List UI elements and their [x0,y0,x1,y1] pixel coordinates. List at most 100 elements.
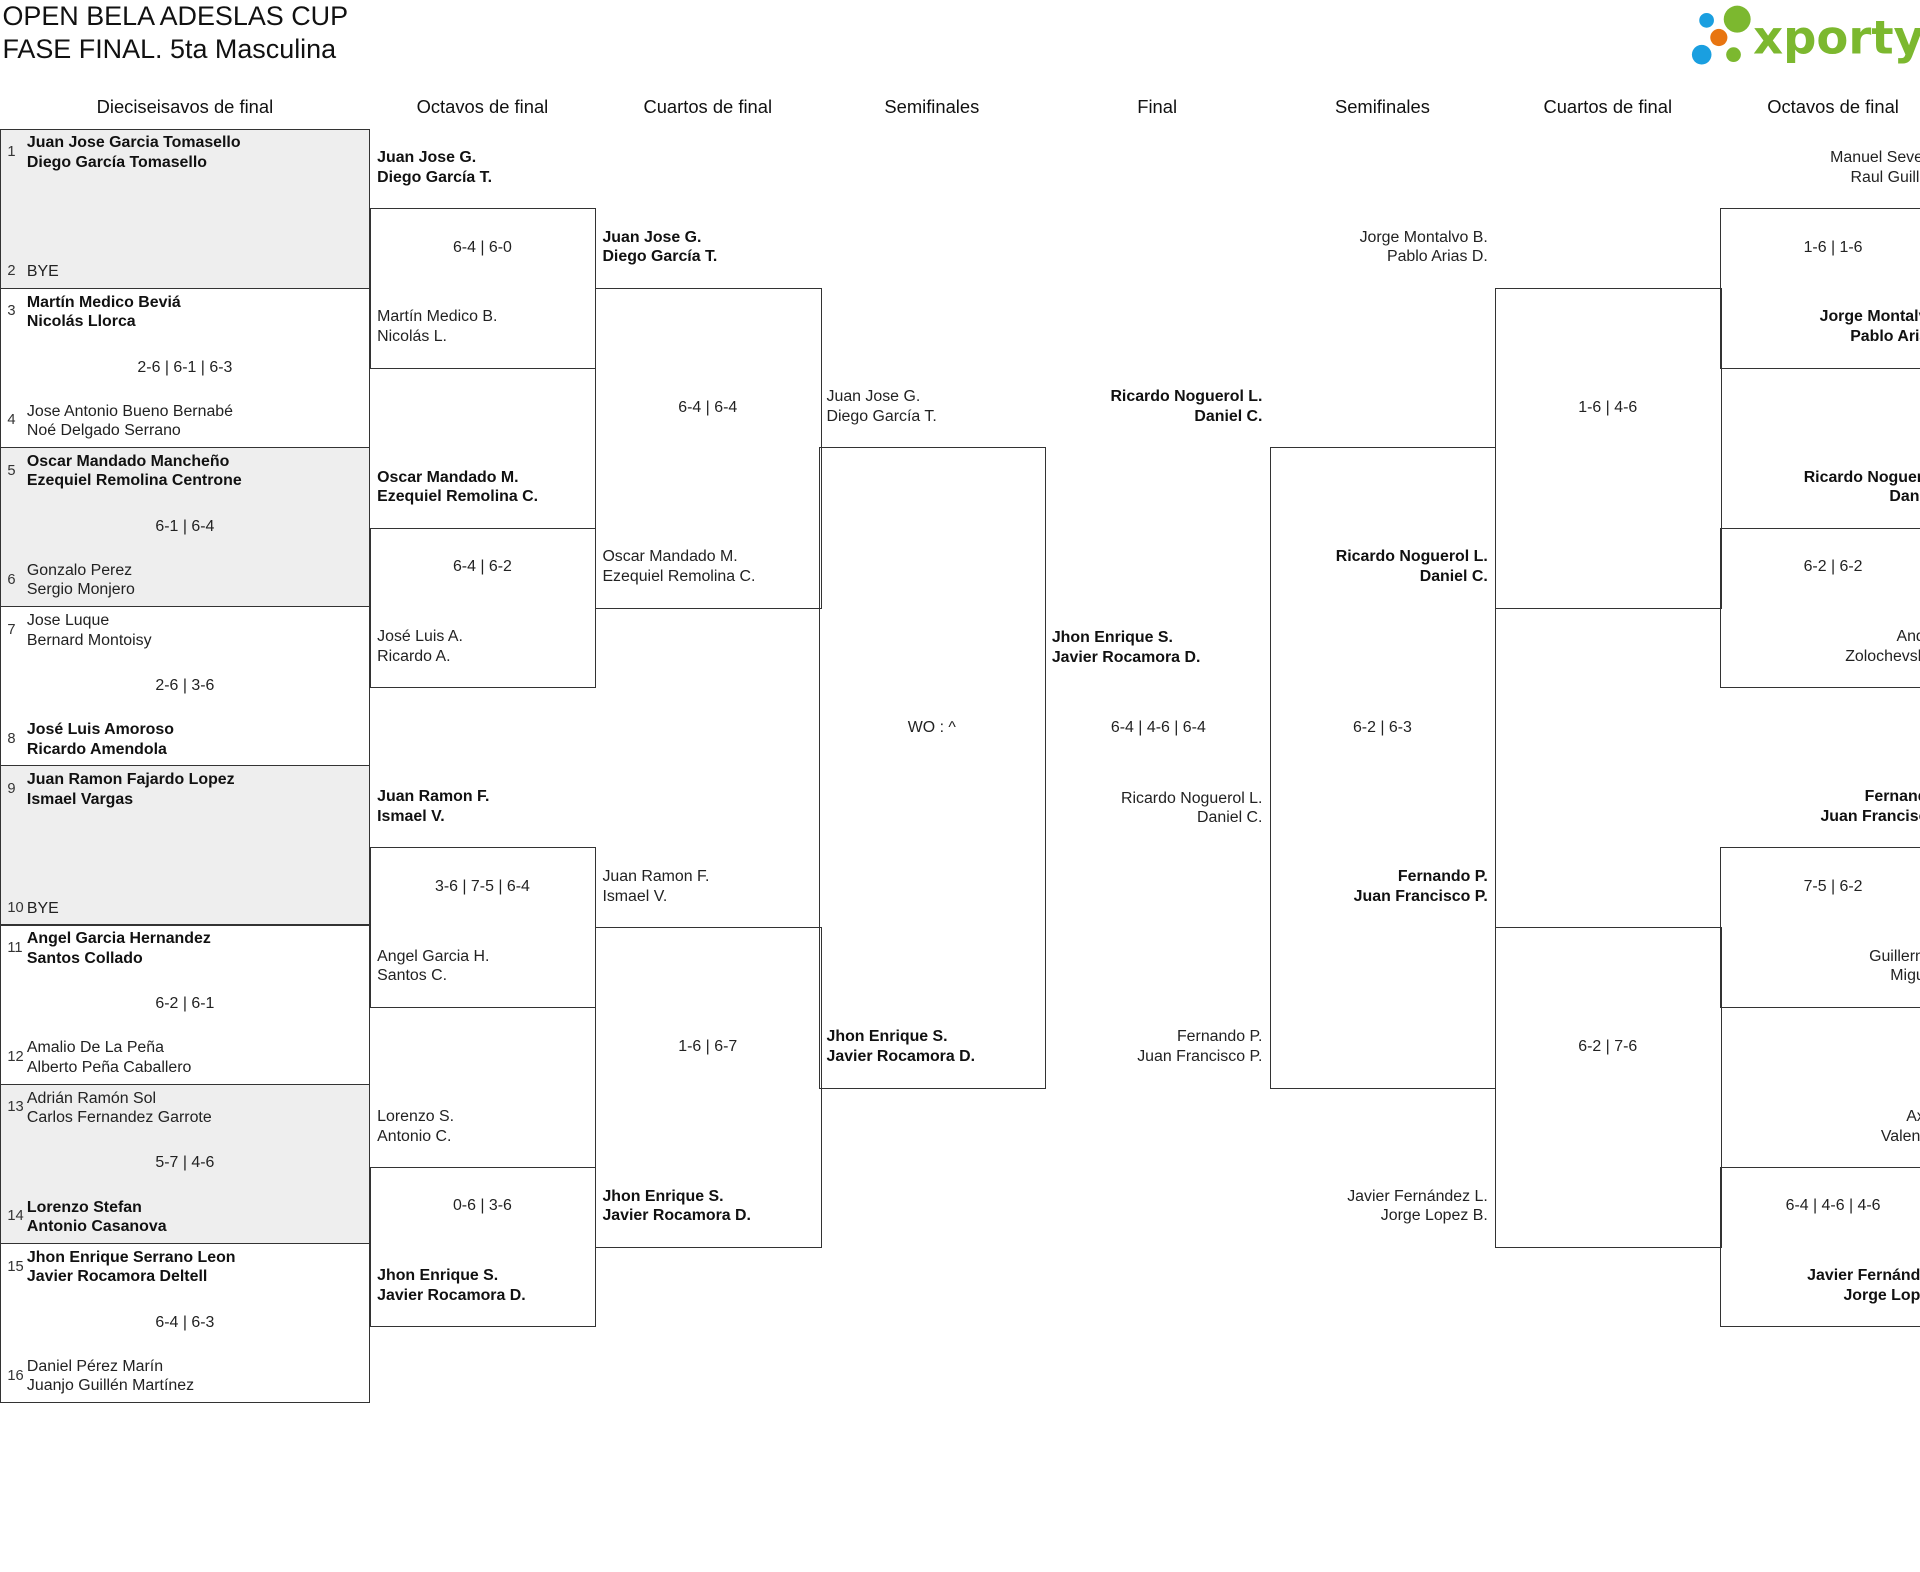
team-entry[interactable]: Fernando P.Juan Francisco P. [1137,1027,1262,1066]
team-entry[interactable]: Jhon Enrique S.Javier Rocamora D. [377,1266,526,1305]
player-name: Zolochevskyi [1845,647,1920,665]
team-names: AxelValentin [1881,1107,1920,1146]
match-box [0,446,370,608]
team-entry[interactable]: Oscar Mandado M.Ezequiel Remolina C. [377,468,538,507]
match-score: 6-2 | 6-2 [1803,558,1863,576]
player-name: Jorge Montalvo [1819,308,1920,326]
team-entry[interactable]: Oscar Mandado M.Ezequiel Remolina C. [602,547,755,586]
team-names: Juan Jose G.Diego García T. [602,228,717,267]
team-entry[interactable]: AndriiZolochevskyi [1845,627,1920,666]
match-score: 6-4 | 6-2 [452,558,512,576]
player-name: Juan Ramon Fajardo Lopez [26,771,235,789]
team-names: Juan Ramon F.Ismael V. [602,867,709,906]
team-entry[interactable]: Ricardo Noguerol L.Daniel C. [1121,789,1262,828]
player-name: Ricardo Noguerol L. [1110,387,1263,405]
team-entry[interactable]: Ricardo NoguerolDaniel [1804,468,1920,507]
team-entry[interactable]: Angel Garcia H.Santos C. [377,947,489,986]
seed-number: 5 [7,462,16,479]
player-name: Juan Jose G. [826,387,921,405]
seed-number: 1 [7,144,16,161]
player-name: Adrián Ramón Sol [26,1089,157,1107]
match-box [1495,287,1722,609]
team-entry[interactable]: Jhon Enrique S.Javier Rocamora D. [827,1027,976,1066]
player-name: Antonio C. [377,1127,452,1145]
team-entry[interactable]: José Luis A.Ricardo A. [377,627,463,666]
team-entry[interactable]: AxelValentin [1881,1107,1920,1146]
player-name: Ismael Vargas [26,790,134,808]
player-name: Amalio De La Peña [26,1039,164,1057]
team-entry[interactable]: Javier Fernández L.Jorge Lopez B. [1347,1187,1488,1226]
team-entry[interactable]: Jorge MontalvoPablo Arias [1820,307,1920,346]
team-entry[interactable]: Jhon Enrique S.Javier Rocamora D. [1052,628,1201,667]
team-entry[interactable]: Ricardo Noguerol L.Daniel C. [1110,387,1262,426]
round-header: Cuartos de final [643,95,773,117]
team-entry[interactable]: Martín Medico B.Nicolás L. [377,307,497,346]
team-names: José Luis A.Ricardo A. [377,627,463,666]
seed-number: 10 [7,899,24,916]
team-entry[interactable]: Juan Ramon F.Ismael V. [377,787,489,826]
player-name: Martín Medico Beviá [26,293,181,311]
seed-number: 2 [7,263,16,280]
team-entry[interactable]: Juan Jose G.Diego García T. [377,148,492,187]
round-header: Octavos de final [416,95,549,117]
player-name: Alberto Peña Caballero [26,1058,192,1076]
team-entry[interactable]: Jorge Montalvo B.Pablo Arias D. [1360,228,1488,267]
player-name: Juan Jose G. [377,149,477,167]
player-name: José Luis Amoroso [26,721,174,738]
team-names: Juan Ramon F.Ismael V. [377,787,489,826]
seed-number: 15 [7,1258,24,1275]
match-score: WO : ^ [907,718,956,736]
player-name: Oscar Mandado M. [602,548,738,566]
team-entry[interactable]: Javier FernándezJorge Lopez [1807,1266,1920,1305]
player-name: Lorenzo S. [377,1107,455,1125]
team-entry[interactable]: Jhon Enrique S.Javier Rocamora D. [602,1187,751,1226]
player-name: Angel Garcia H. [377,947,490,965]
team-entry[interactable]: GuillermoMiguel [1869,947,1920,986]
player-name: Raul Guillen [1850,168,1920,186]
team-entry[interactable]: FernandoJuan Francisco [1820,787,1920,826]
player-name: Ricardo Noguerol L. [1335,548,1488,566]
player-name: Jhon Enrique S. [377,1267,499,1285]
team-entry[interactable]: Fernando P.Juan Francisco P. [1354,867,1488,906]
match-score: 6-2 | 6-3 [1352,718,1412,736]
team-entry[interactable]: Juan Ramon F.Ismael V. [602,867,709,906]
player-name: Juan Francisco [1820,807,1920,825]
player-name: Jorge Montalvo B. [1359,228,1488,246]
match-box [595,287,822,609]
match-score: 7-5 | 6-2 [1803,877,1863,895]
team-entry[interactable]: Lorenzo S. Antonio C. [377,1107,454,1146]
match-score: 2-6 | 6-1 | 6-3 [137,358,233,376]
match-score: 0-6 | 3-6 [452,1197,512,1215]
team-entry[interactable]: Juan Jose G.Diego García T. [602,228,717,267]
team-entry[interactable]: Juan Jose G.Diego García T. [827,387,937,426]
player-name: Ricardo Noguerol L. [1120,789,1263,807]
team-entry[interactable]: Manuel SeveraRaul Guillen [1830,148,1920,187]
player-name: Jhon Enrique S. [826,1028,948,1046]
player-name: Noé Delgado Serrano [26,422,181,440]
player-name: Angel Garcia Hernandez [26,930,211,948]
match-score: 6-2 | 6-1 [155,995,215,1013]
seed-number: 6 [7,571,16,588]
team-names: Martín Medico B.Nicolás L. [377,307,497,346]
team-entry[interactable]: Ricardo Noguerol L.Daniel C. [1336,547,1488,586]
player-name: Fernando P. [1397,867,1488,885]
team-names: Juan Jose G.Diego García T. [827,387,937,426]
match-score: 1-6 | 1-6 [1803,238,1863,256]
